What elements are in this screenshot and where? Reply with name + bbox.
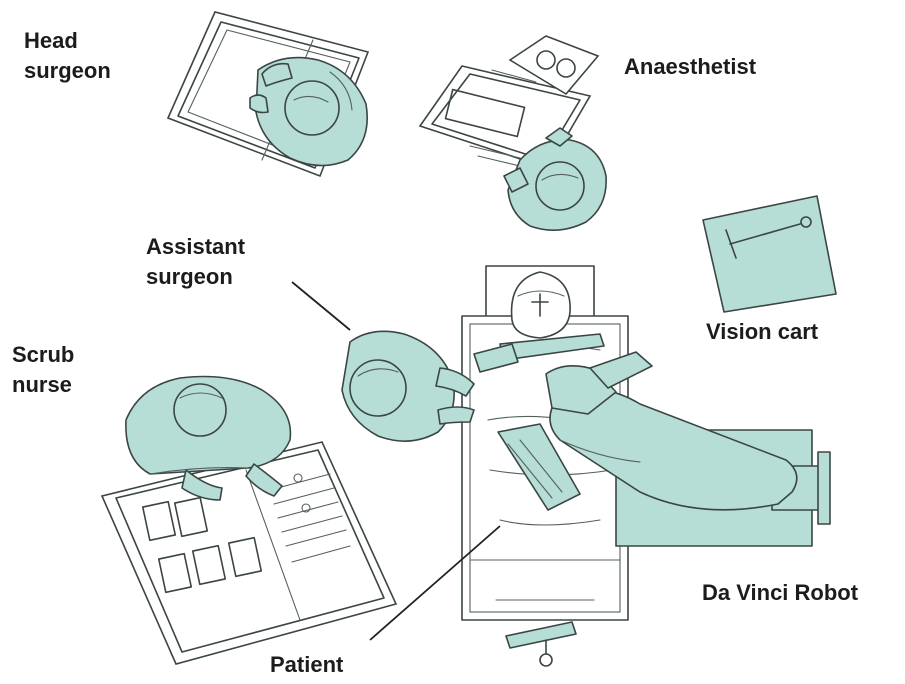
anaesthetist-label: Anaesthetist (624, 52, 756, 82)
assistant-leader-line (292, 282, 350, 330)
scrub-nurse-label-line1: Scrub (12, 340, 74, 370)
assistant-surgeon-label: Assistant surgeon (146, 232, 245, 292)
scrub-nurse-label-line2: nurse (12, 370, 74, 400)
assistant-surgeon-label-line2: surgeon (146, 262, 245, 292)
head-surgeon-label: Head surgeon (24, 26, 111, 86)
instrument-tray-foot (506, 622, 576, 666)
vision-cart-label: Vision cart (706, 317, 818, 347)
da-vinci-robot-label: Da Vinci Robot (702, 578, 858, 608)
assistant-surgeon-figure (342, 331, 474, 441)
vision-cart (703, 196, 836, 312)
scrub-nurse-label: Scrub nurse (12, 340, 74, 400)
assistant-surgeon-label-line1: Assistant (146, 232, 245, 262)
patient-label: Patient (270, 650, 343, 680)
head-surgeon-label-line2: surgeon (24, 56, 111, 86)
head-surgeon-label-line1: Head (24, 26, 111, 56)
